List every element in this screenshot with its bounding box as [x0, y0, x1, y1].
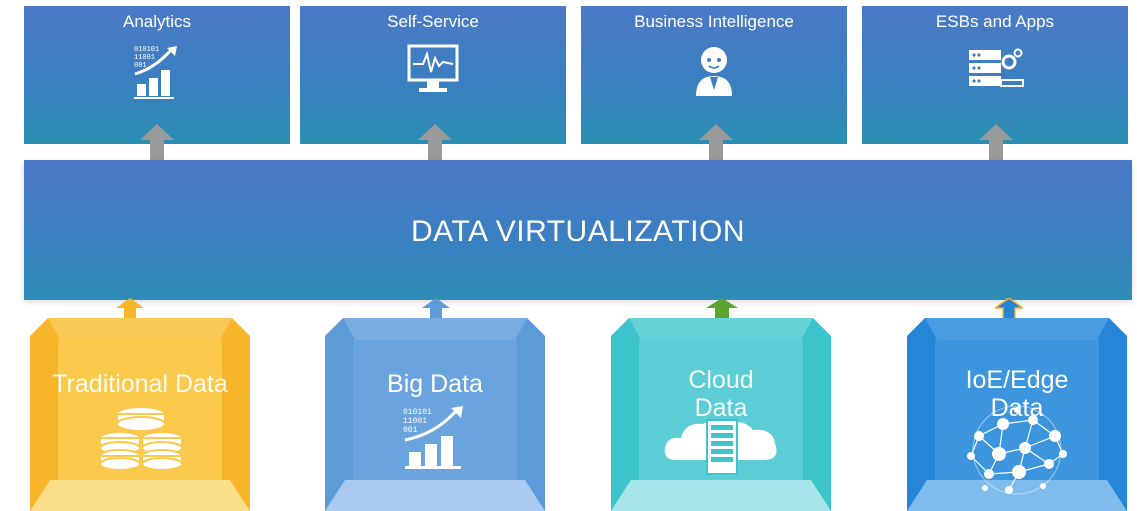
svg-text:11001: 11001 [403, 417, 427, 426]
monitor-pulse-icon [403, 40, 463, 100]
consumer-box-analytics: Analytics 010101 11001 001 [24, 6, 290, 144]
consumer-label-esbs-apps: ESBs and Apps [935, 12, 1055, 31]
up-arrow-icon [706, 298, 738, 322]
source-label-ioe-edge-data: IoE/Edge Data [965, 366, 1069, 422]
source-box-cloud-data: Cloud Data [611, 318, 831, 511]
up-arrow-icon [699, 124, 733, 162]
source-box-ioe-edge-data: IoE/Edge Data [907, 318, 1127, 511]
consumer-label-business-intelligence: Business Intelligence [634, 12, 794, 31]
up-arrow-icon [116, 298, 144, 322]
source-label-cloud-data: Cloud Data [688, 366, 754, 422]
consumer-label-analytics: Analytics [122, 12, 192, 31]
svg-text:001: 001 [134, 62, 147, 70]
source-box-big-data: Big Data 010101 11001 001 [325, 318, 545, 511]
data-virtualization-title: DATA VIRTUALIZATION [411, 215, 745, 248]
svg-text:010101: 010101 [403, 408, 432, 417]
up-arrow-icon [979, 124, 1013, 162]
consumer-box-business-intelligence: Business Intelligence [581, 6, 847, 144]
source-label-big-data: Big Data [387, 370, 483, 398]
svg-text:11001: 11001 [134, 54, 155, 62]
consumer-box-self-service: Self-Service [300, 6, 566, 144]
server-gear-icon [965, 40, 1025, 100]
source-box-traditional-data: Traditional Data [30, 318, 250, 511]
analytics-chart-icon: 010101 11001 001 [127, 40, 187, 100]
up-arrow-icon [140, 124, 174, 162]
up-arrow-icon [422, 298, 450, 322]
up-arrow-icon [418, 124, 452, 162]
person-icon [684, 40, 744, 100]
data-virtualization-band: DATA VIRTUALIZATION [24, 160, 1132, 300]
source-label-traditional-data: Traditional Data [52, 370, 228, 398]
svg-text:001: 001 [403, 426, 418, 435]
consumer-box-esbs-apps: ESBs and Apps [862, 6, 1128, 144]
up-arrow-icon [995, 298, 1023, 328]
svg-text:010101: 010101 [134, 46, 159, 54]
consumer-label-self-service: Self-Service [387, 12, 479, 31]
